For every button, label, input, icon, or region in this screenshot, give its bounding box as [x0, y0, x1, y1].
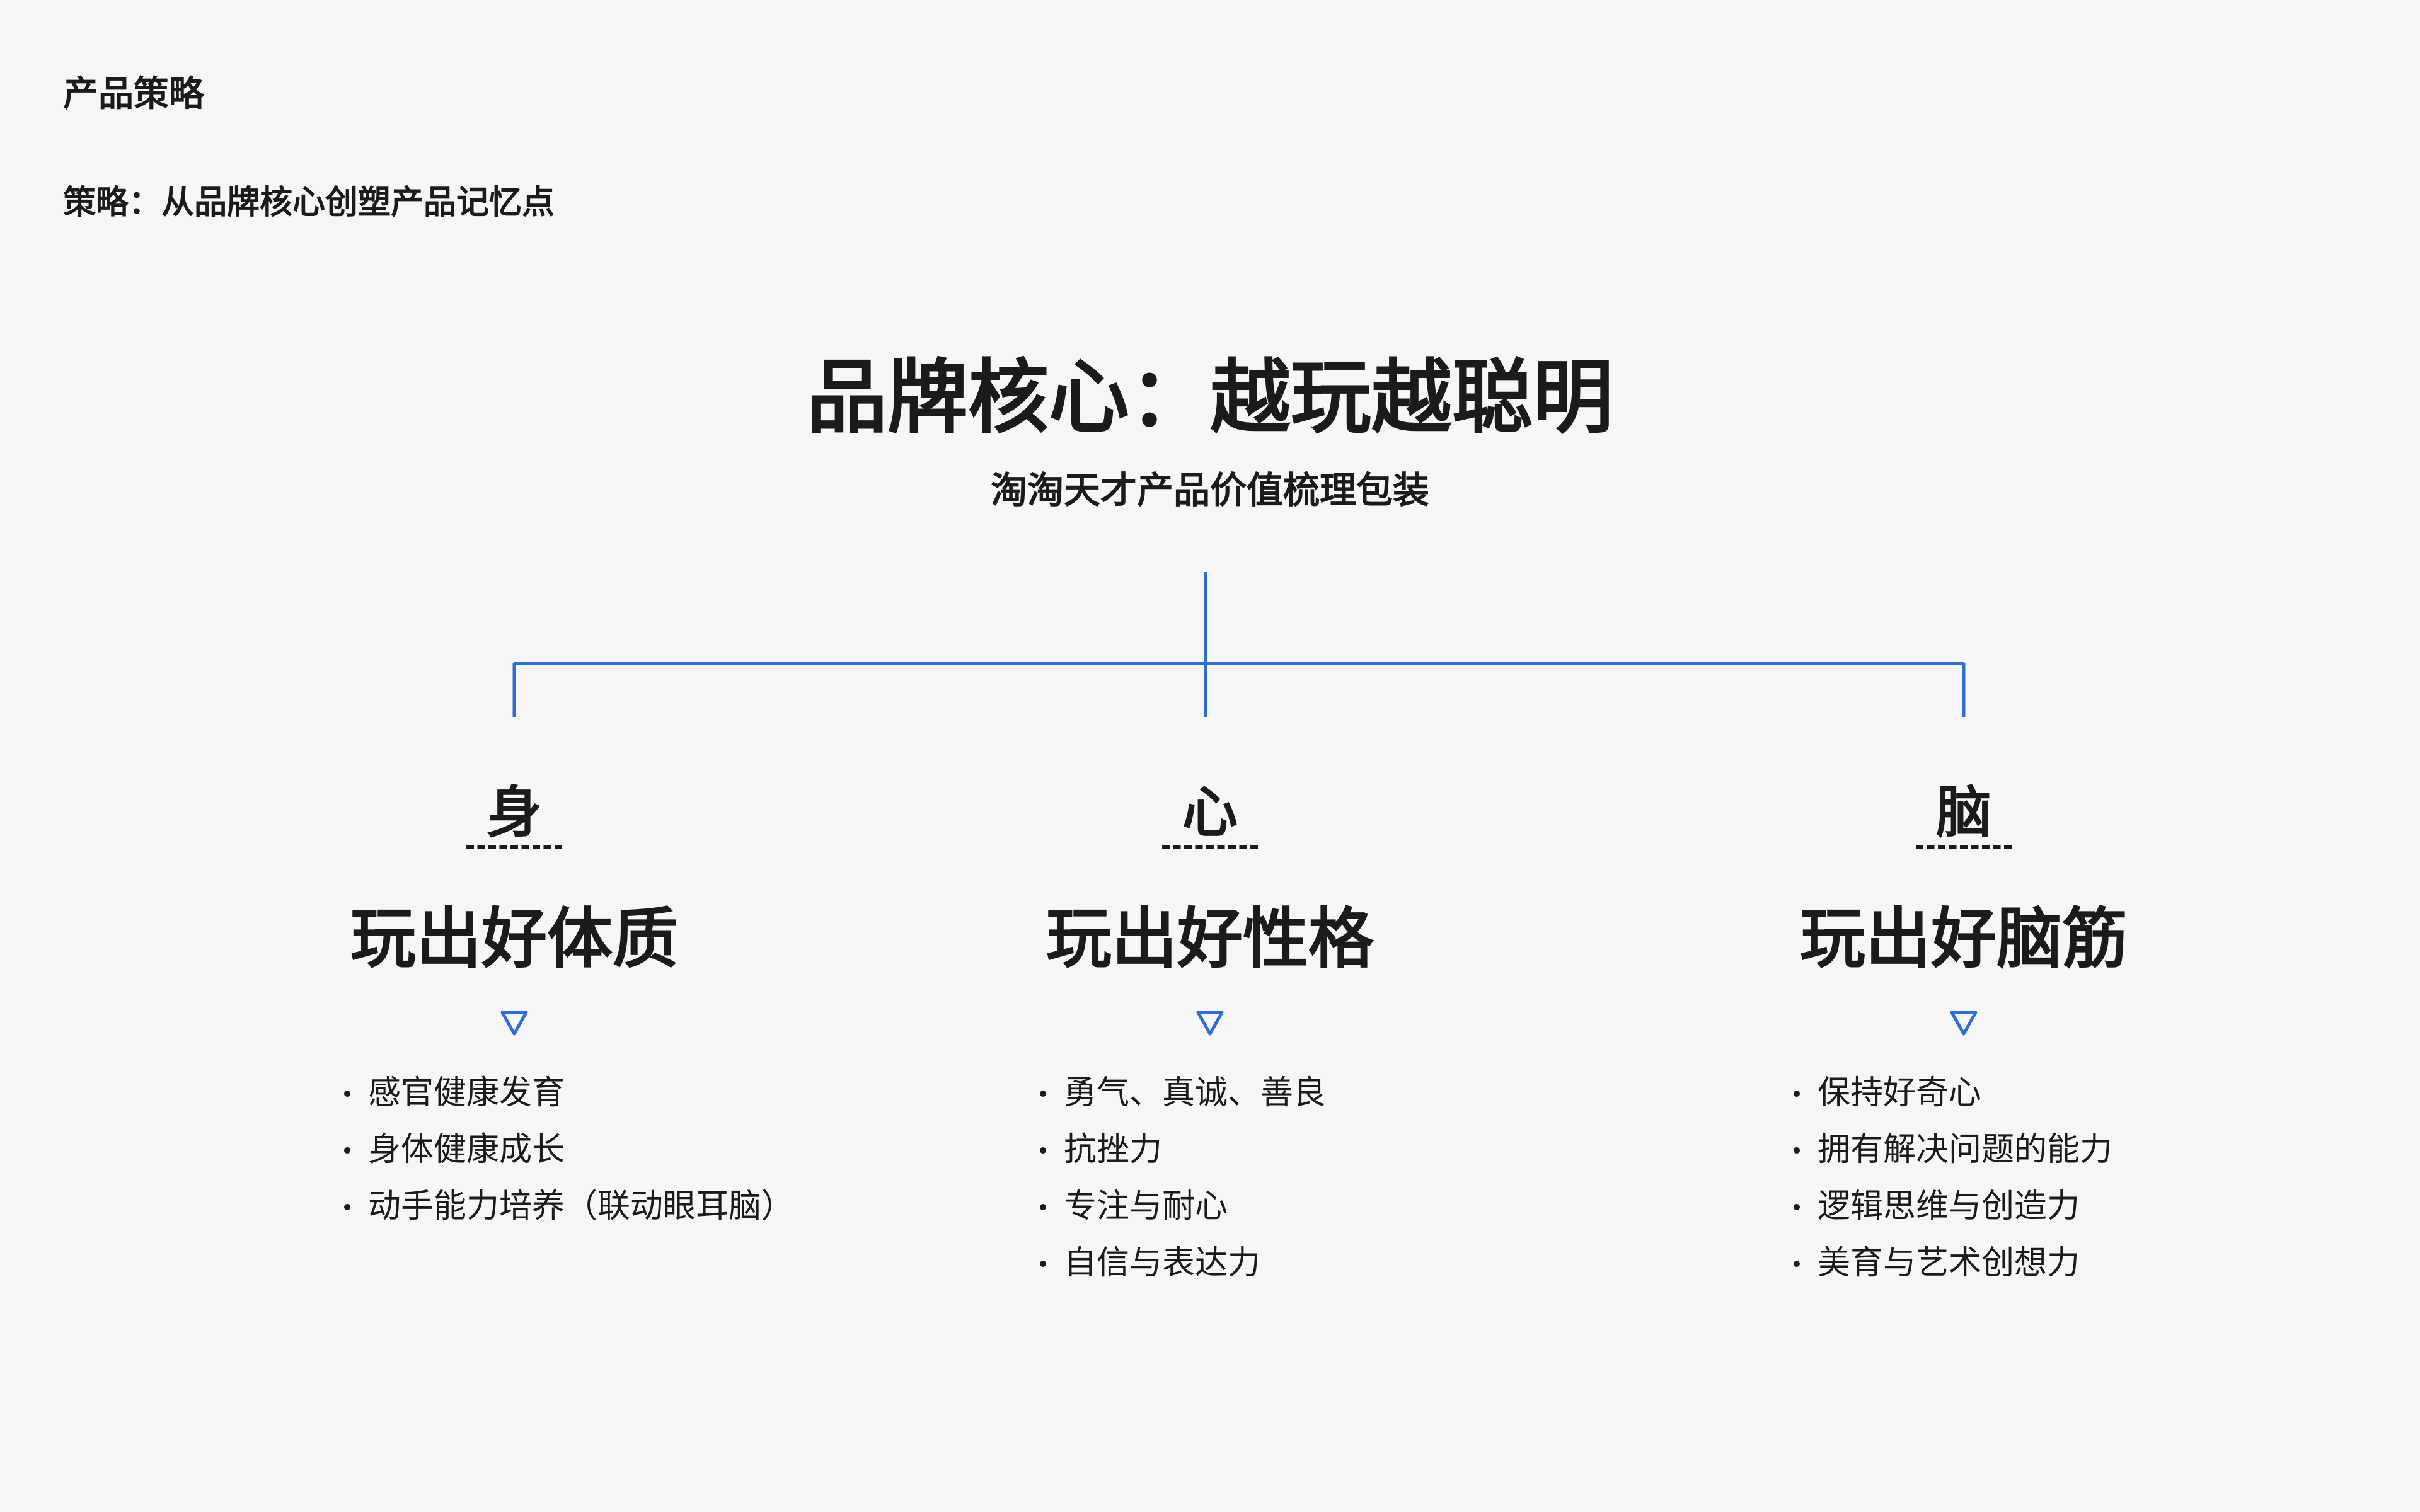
bullet-dot: [344, 1091, 350, 1097]
pillar-list: 保持好奇心 拥有解决问题的能力 逻辑思维与创造力 美育与艺术创想力: [1794, 1065, 2112, 1292]
list-item: 拥有解决问题的能力: [1794, 1121, 2112, 1178]
bullet-dot: [344, 1147, 350, 1154]
page-title: 产品策略: [63, 74, 204, 115]
list-item: 逻辑思维与创造力: [1794, 1178, 2112, 1235]
pillar-headline: 玩出好性格: [1046, 900, 1374, 977]
list-item: 专注与耐心: [1040, 1178, 1326, 1235]
list-item: 美育与艺术创想力: [1794, 1235, 2112, 1292]
pillar-key: 脑: [1935, 780, 1991, 845]
pillar-headline: 玩出好脑筋: [1799, 900, 2128, 977]
bullet-dot: [1794, 1261, 1800, 1267]
list-item: 保持好奇心: [1794, 1065, 2112, 1121]
list-item: 身体健康成长: [344, 1121, 794, 1178]
bullet-dot: [1794, 1091, 1800, 1097]
dashed-underline: [466, 845, 562, 849]
list-item: 动手能力培养（联动眼耳脑）: [344, 1178, 794, 1235]
strategy-statement: 策略：从品牌核心创塑产品记忆点: [63, 184, 555, 222]
pillar-list: 勇气、真诚、善良 抗挫力 专注与耐心 自信与表达力: [1040, 1065, 1326, 1292]
bullet-dot: [1040, 1147, 1046, 1154]
list-item: 感官健康发育: [344, 1065, 794, 1121]
brand-core-title: 品牌核心：越玩越聪明: [806, 351, 1613, 445]
bullet-dot: [1040, 1091, 1046, 1097]
list-item: 自信与表达力: [1040, 1235, 1326, 1292]
brand-subtitle: 淘淘天才产品价值梳理包装: [990, 469, 1429, 512]
pillar-key: 心: [1182, 780, 1238, 845]
bullet-dot: [1794, 1204, 1800, 1210]
dashed-underline: [1162, 845, 1258, 849]
down-triangle-icon: [1196, 1011, 1224, 1036]
list-item: 勇气、真诚、善良: [1040, 1065, 1326, 1121]
bullet-dot: [344, 1204, 350, 1210]
bullet-dot: [1040, 1204, 1046, 1210]
bullet-dot: [1794, 1147, 1800, 1154]
dashed-underline: [1916, 845, 2012, 849]
pillar-headline: 玩出好体质: [350, 900, 678, 977]
bullet-dot: [1040, 1261, 1046, 1267]
list-item: 抗挫力: [1040, 1121, 1326, 1178]
down-triangle-icon: [1950, 1011, 1978, 1036]
pillar-key: 身: [486, 780, 542, 845]
pillar-list: 感官健康发育 身体健康成长 动手能力培养（联动眼耳脑）: [344, 1065, 794, 1235]
down-triangle-icon: [500, 1011, 528, 1036]
